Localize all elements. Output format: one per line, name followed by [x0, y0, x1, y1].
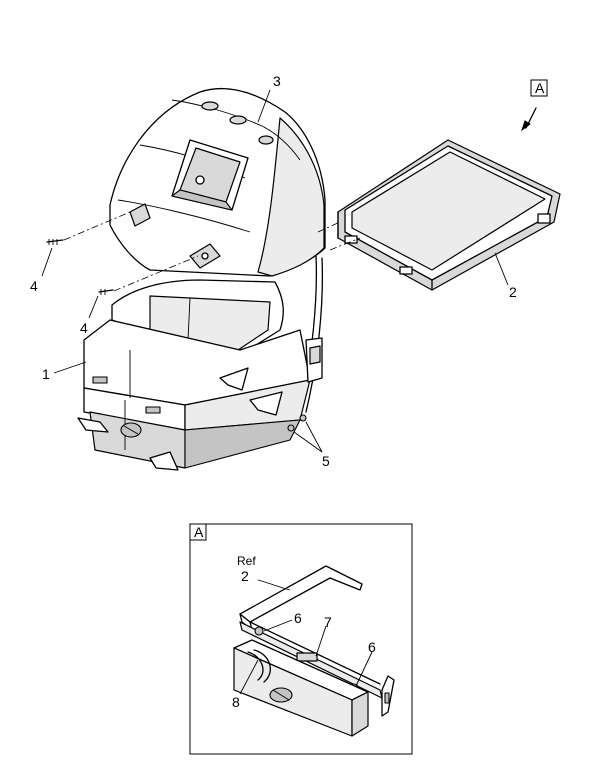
callout-2: 2 — [509, 284, 517, 300]
detail-frame-label: A — [194, 524, 204, 540]
ref-number: 2 — [241, 568, 249, 584]
callout-6-right: 6 — [368, 639, 376, 655]
alignment-lines — [63, 211, 361, 292]
tray-part — [337, 139, 561, 291]
detail-frame-a — [189, 523, 413, 755]
callout-1: 1 — [42, 366, 50, 382]
callout-4-upper: 4 — [30, 278, 38, 294]
callout-8: 8 — [232, 694, 240, 710]
callout-7: 7 — [324, 614, 332, 630]
screws-item-4 — [46, 239, 114, 295]
ref-word: Ref — [237, 554, 256, 568]
leader-lines — [41, 89, 509, 453]
callout-4-lower: 4 — [80, 320, 88, 336]
cover-part — [109, 87, 326, 413]
seat-base-part — [77, 279, 323, 471]
arrow-icon — [521, 120, 531, 132]
view-marker-a — [521, 79, 548, 132]
callout-5: 5 — [322, 453, 330, 469]
view-marker-label: A — [535, 80, 545, 96]
callout-3: 3 — [273, 73, 281, 89]
callout-6-left: 6 — [294, 610, 302, 626]
